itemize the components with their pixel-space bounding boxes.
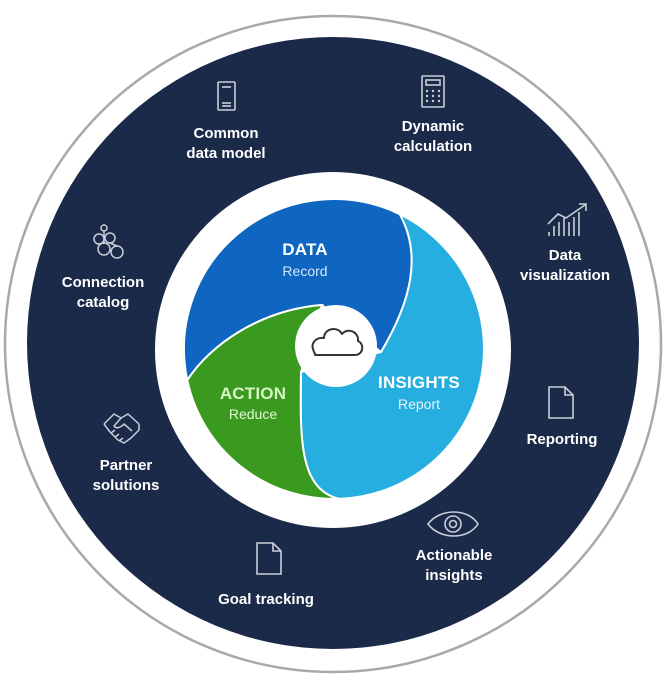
ring-item-goal-tracking[interactable]: Goal tracking (218, 590, 314, 610)
ring-item-dynamic-calculation[interactable]: Dynamic calculation (394, 117, 472, 157)
handshake-icon (103, 413, 140, 444)
ring-item-label: Reporting (526, 431, 598, 448)
ring-item-label: data model (186, 145, 266, 162)
segment-insights-title: INSIGHTS (378, 373, 460, 392)
ring-item-label: Connection (61, 274, 145, 291)
segment-insights-subtitle: Report (397, 396, 441, 412)
segment-data-subtitle: Record (282, 263, 328, 279)
segment-action-title: ACTION (219, 384, 287, 403)
ring-item-label: Actionable (415, 547, 493, 564)
ring-item-label: Partner (99, 457, 153, 474)
eye-icon (426, 511, 479, 537)
ring-item-data-visualization[interactable]: Data visualization (520, 246, 610, 286)
segment-action-subtitle: Reduce (228, 406, 278, 422)
ring-item-label: solutions (92, 477, 160, 494)
ring-item-reporting[interactable]: Reporting (527, 430, 598, 450)
ring-item-common-data-model[interactable]: Common data model (186, 124, 265, 164)
calculator-icon (421, 75, 445, 108)
segment-insights[interactable] (299, 211, 485, 500)
ring-item-actionable-insights[interactable]: Actionable insights (416, 546, 493, 586)
document-icon (548, 386, 574, 419)
ring-item-label: Common (193, 125, 259, 142)
ring-item-label: insights (425, 567, 483, 584)
mobile-device-icon (217, 81, 236, 111)
ring-item-connection-catalog[interactable]: Connection catalog (62, 273, 145, 313)
connected-nodes-icon (93, 224, 124, 259)
ring-item-label: visualization (519, 267, 611, 284)
ring-item-label: Dynamic (401, 118, 465, 135)
ring-item-label: calculation (393, 138, 473, 155)
document-icon (256, 542, 282, 575)
ring-item-label: catalog (76, 294, 130, 311)
bar-chart-trend-icon (547, 203, 587, 236)
ring-item-partner-solutions[interactable]: Partner solutions (93, 456, 160, 496)
segment-data-title: DATA (282, 240, 328, 259)
ring-item-label: Data (548, 247, 582, 264)
cloud-icon (311, 328, 364, 356)
center-disc (295, 305, 377, 387)
ring-item-label: Goal tracking (218, 591, 314, 608)
